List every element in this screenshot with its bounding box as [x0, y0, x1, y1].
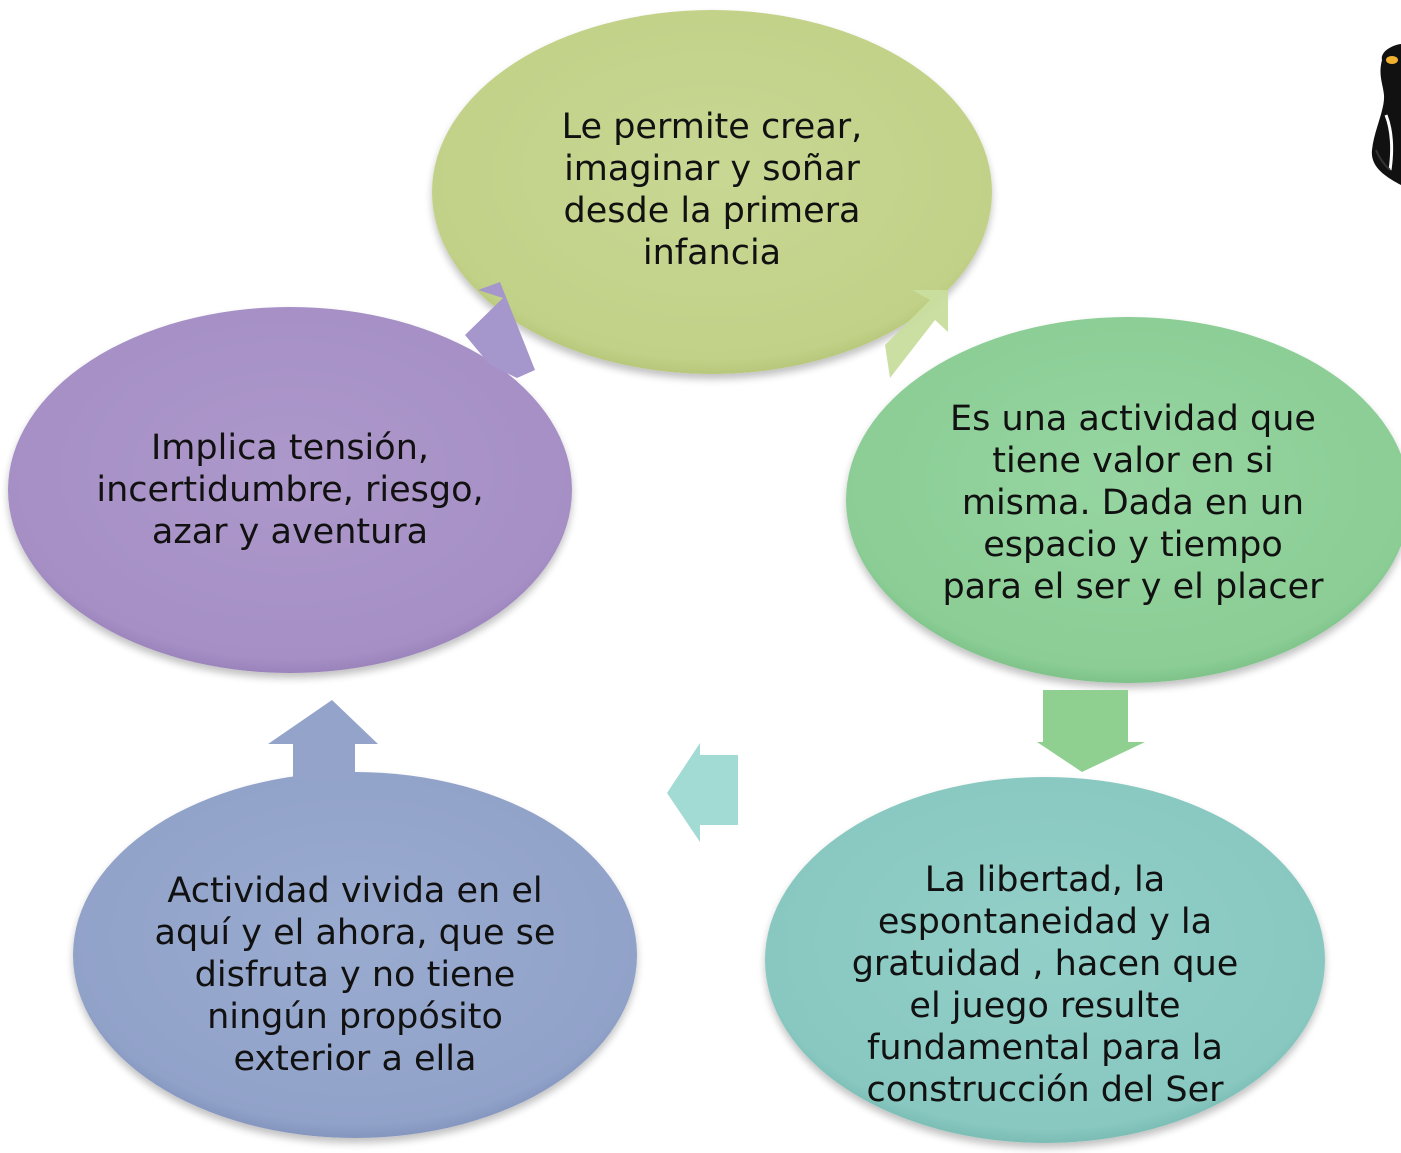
- node-bottom-left-line: disfruta y no tiene: [194, 955, 516, 995]
- node-left-text: Implica tensión, incertidumbre, riesgo, …: [85, 415, 495, 565]
- node-bottom-right-line: el juego resulte: [909, 986, 1181, 1026]
- arrow-top-to-right: [885, 290, 948, 378]
- arrow-left-to-top: [465, 282, 535, 378]
- node-bottom-left-line: aquí y el ahora, que se: [154, 913, 556, 953]
- node-top-line: Le permite crear,: [561, 107, 863, 147]
- node-bottom-right-text: La libertad, la espontaneidad y la gratu…: [835, 835, 1255, 1135]
- node-bottom-right-shape: [765, 777, 1325, 1143]
- node-left-line: incertidumbre, riesgo,: [96, 470, 484, 510]
- node-right-line: misma. Dada en un: [961, 482, 1305, 523]
- node-bottom-right-line: fundamental para la: [867, 1028, 1223, 1068]
- node-left-shape: [8, 307, 572, 673]
- node-bottom-left-line: ningún propósito: [207, 997, 503, 1037]
- node-right-line: Es una actividad que: [950, 398, 1316, 439]
- node-right-line: espacio y tiempo: [983, 524, 1283, 565]
- node-bottom-left-line: Actividad vivida en el: [167, 871, 543, 911]
- node-right-shape: [846, 317, 1401, 683]
- node-bottom-right-line: La libertad, la: [924, 860, 1166, 900]
- node-right-line: tiene valor en si: [992, 440, 1274, 481]
- arrow-bottom-left-to-left: [268, 700, 378, 780]
- node-top-text: Le permite crear, imaginar y soñar desde…: [512, 85, 912, 295]
- arrow-right-to-bottom-right: [1037, 690, 1145, 772]
- arrow-bottom-right-to-bottom-left: [667, 743, 738, 842]
- node-bottom-right-line: construcción del Ser: [866, 1070, 1224, 1110]
- node-top-line: imaginar y soñar: [564, 149, 860, 189]
- node-top-shape: [432, 10, 992, 374]
- node-bottom-left-line: exterior a ella: [233, 1039, 477, 1079]
- penguin-icon: [1371, 44, 1401, 185]
- node-bottom-left-text: Actividad vivida en el aquí y el ahora, …: [140, 845, 570, 1105]
- node-bottom-right-line: gratuidad , hacen que: [851, 944, 1239, 984]
- node-top-line: desde la primera: [563, 191, 861, 231]
- node-left-line: azar y aventura: [151, 512, 429, 552]
- node-right-text: Es una actividad que tiene valor en si m…: [918, 365, 1348, 640]
- node-right-line: para el ser y el placer: [942, 566, 1324, 607]
- node-left-line: Implica tensión,: [150, 428, 430, 468]
- node-bottom-right-line: espontaneidad y la: [877, 902, 1213, 942]
- node-bottom-left-shape: [73, 772, 637, 1138]
- node-top-line: infancia: [642, 233, 782, 273]
